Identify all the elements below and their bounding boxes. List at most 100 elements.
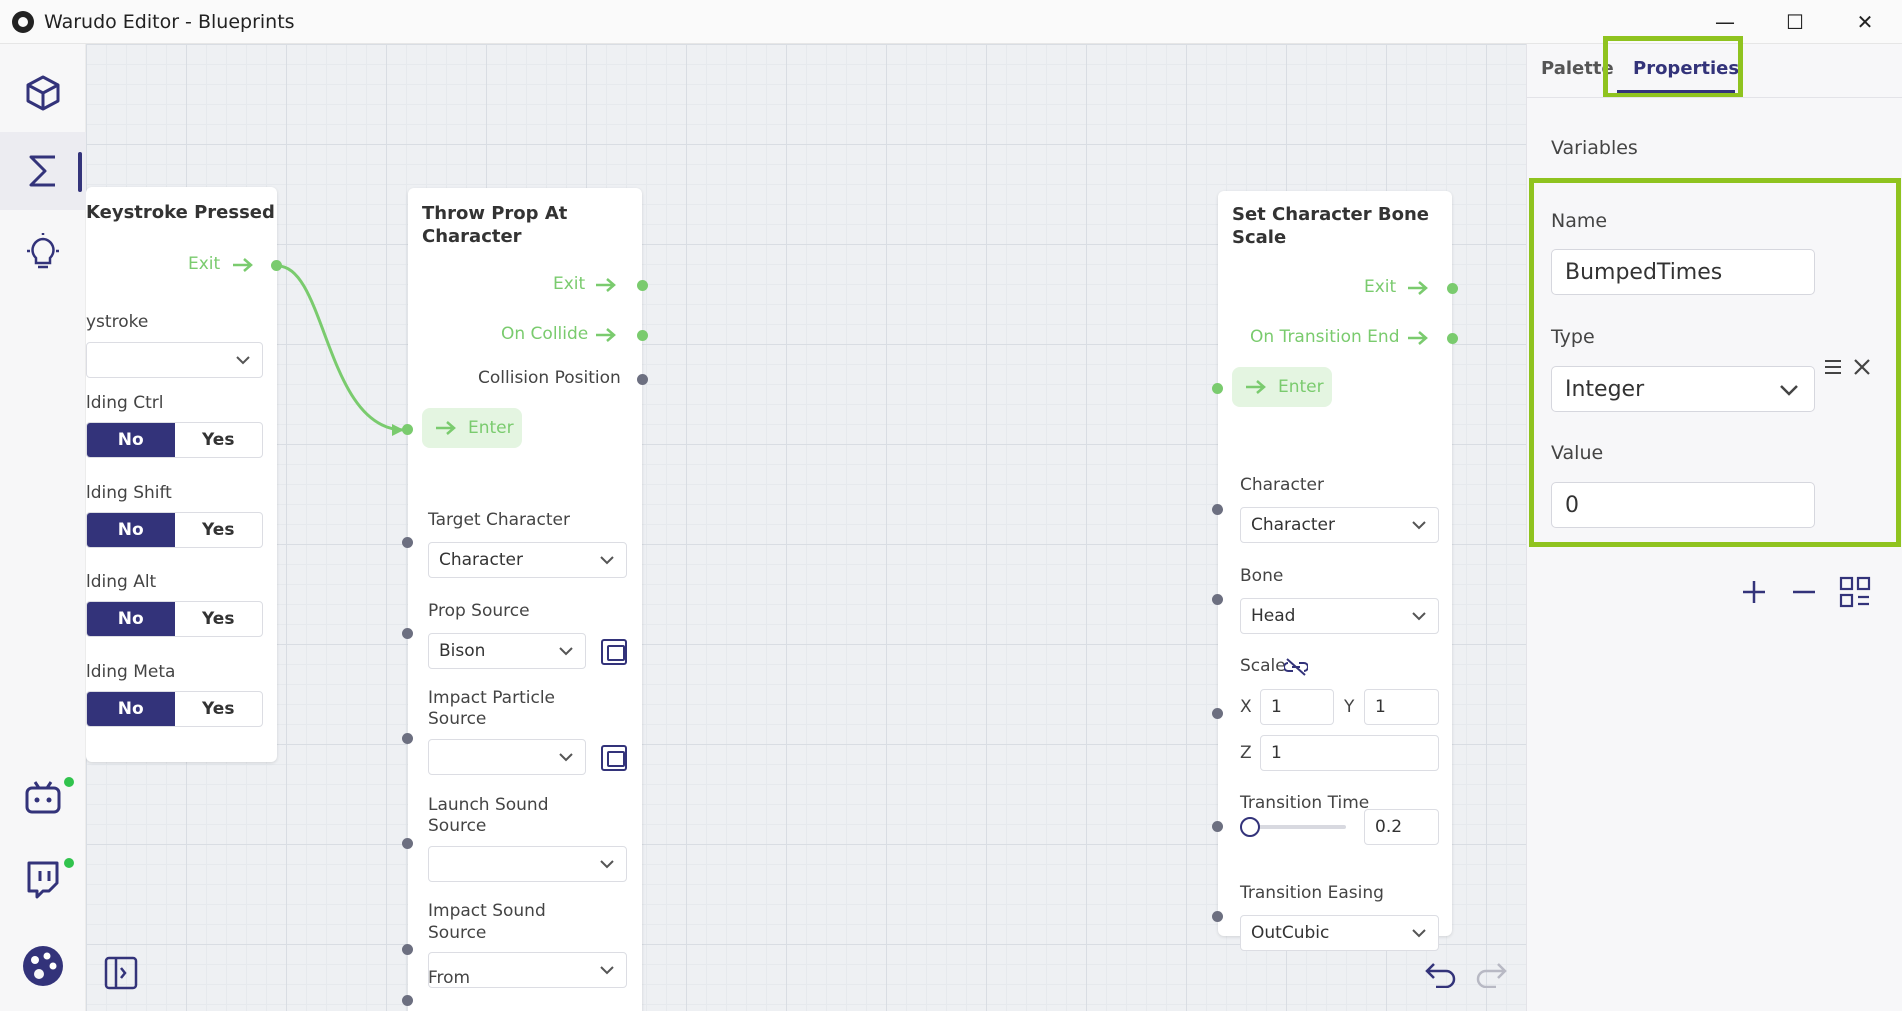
add-icon[interactable]	[1741, 579, 1767, 605]
sidebar-item-blueprints[interactable]	[0, 132, 86, 210]
variable-type-select[interactable]: Integer	[1551, 366, 1815, 412]
keystroke-label: ystroke	[86, 312, 149, 332]
active-tab-indicator	[1617, 90, 1735, 93]
arrow-right-icon	[1408, 331, 1428, 345]
transition-time-slider-thumb[interactable]	[1240, 817, 1260, 837]
drag-handle-icon[interactable]	[1823, 358, 1843, 376]
name-label: Name	[1551, 210, 1608, 232]
no-option[interactable]: No	[87, 602, 175, 636]
settings-palette-icon	[23, 946, 63, 986]
particle-browse-icon[interactable]	[601, 745, 627, 771]
maximize-button[interactable]: ☐	[1786, 10, 1804, 34]
keystroke-pressed-node[interactable]: Keystroke Pressed Exit ystroke lding Ctr…	[86, 187, 282, 762]
chevron-down-icon	[1780, 385, 1798, 396]
collision-position-port[interactable]	[637, 374, 648, 385]
ctrl-toggle[interactable]: No Yes	[86, 422, 263, 458]
title-bar: Warudo Editor - Blueprints — ☐ ✕	[0, 0, 1902, 44]
tab-divider	[1527, 97, 1902, 98]
enter-port[interactable]	[402, 424, 413, 435]
redo-icon[interactable]	[1474, 960, 1508, 988]
on-collide-port[interactable]	[637, 330, 648, 341]
variable-name-input[interactable]: BumpedTimes	[1551, 249, 1815, 295]
variable-value-input[interactable]: 0	[1551, 482, 1815, 528]
meta-toggle[interactable]: No Yes	[86, 691, 263, 727]
target-character-port[interactable]	[402, 537, 413, 548]
exit-port[interactable]	[1447, 283, 1458, 294]
exit-port[interactable]	[271, 260, 282, 271]
yes-option[interactable]: Yes	[202, 430, 235, 450]
character-label: Character	[1240, 475, 1324, 495]
on-transition-end-port[interactable]	[1447, 333, 1458, 344]
grid-view-icon[interactable]	[1839, 576, 1871, 608]
yes-option[interactable]: Yes	[202, 520, 235, 540]
close-button[interactable]: ✕	[1856, 10, 1874, 34]
exit-label: Exit	[553, 274, 586, 294]
keystroke-select[interactable]	[86, 342, 263, 378]
arrow-right-icon	[233, 258, 253, 272]
prop-source-port[interactable]	[402, 628, 413, 639]
target-character-select[interactable]: Character	[428, 542, 627, 578]
transition-time-port[interactable]	[1212, 821, 1223, 832]
enter-button[interactable]: Enter	[1232, 367, 1332, 407]
bone-select[interactable]: Head	[1240, 598, 1439, 634]
sidebar-toggle-icon[interactable]	[104, 956, 138, 990]
flow-connection	[277, 264, 405, 436]
exit-port[interactable]	[637, 280, 648, 291]
minus-icon[interactable]	[1791, 579, 1817, 605]
y-label: Y	[1344, 697, 1355, 717]
enter-label: Enter	[1278, 377, 1324, 397]
launch-sound-port[interactable]	[402, 838, 413, 849]
impact-sound-port[interactable]	[402, 944, 413, 955]
enter-port[interactable]	[1212, 383, 1223, 394]
character-select[interactable]: Character	[1240, 507, 1439, 543]
throw-prop-node[interactable]: Throw Prop At Character Exit On Collide …	[402, 188, 648, 1011]
minimize-button[interactable]: —	[1715, 10, 1735, 34]
enter-label: Enter	[468, 418, 514, 438]
scale-z-input[interactable]: 1	[1260, 735, 1439, 771]
unlink-icon[interactable]	[1284, 657, 1308, 677]
scale-x-input[interactable]: 1	[1260, 689, 1334, 725]
launch-sound-select[interactable]	[428, 846, 627, 882]
scale-y-input[interactable]: 1	[1364, 689, 1439, 725]
launch-sound-label-line2: Source	[428, 816, 487, 836]
arrow-right-icon	[596, 278, 616, 292]
no-option[interactable]: No	[87, 692, 175, 726]
chevron-down-icon	[600, 966, 614, 975]
bone-port[interactable]	[1212, 594, 1223, 605]
shift-toggle[interactable]: No Yes	[86, 512, 263, 548]
tab-properties[interactable]: Properties	[1633, 58, 1740, 79]
node-title-line1: Set Character Bone	[1232, 204, 1429, 225]
sidebar-item-twitch[interactable]	[0, 840, 86, 918]
remove-variable-icon[interactable]	[1853, 358, 1871, 376]
set-bone-scale-node[interactable]: Set Character Bone Scale Exit On Transit…	[1212, 191, 1458, 936]
yes-option[interactable]: Yes	[202, 609, 235, 629]
prop-source-select[interactable]: Bison	[428, 633, 586, 669]
undo-icon[interactable]	[1424, 960, 1458, 988]
blueprint-canvas[interactable]: Keystroke Pressed Exit ystroke lding Ctr…	[86, 44, 1526, 1011]
sidebar-item-scene[interactable]	[0, 54, 86, 132]
sidebar-item-ideas[interactable]	[0, 214, 86, 292]
transition-easing-select[interactable]: OutCubic	[1240, 915, 1439, 951]
prop-browse-icon[interactable]	[601, 639, 627, 665]
character-port[interactable]	[1212, 504, 1223, 515]
transition-time-input[interactable]: 0.2	[1364, 809, 1439, 845]
from-port[interactable]	[402, 995, 413, 1006]
impact-particle-port[interactable]	[402, 733, 413, 744]
no-option[interactable]: No	[87, 423, 175, 457]
chevron-down-icon	[559, 753, 573, 762]
sidebar-item-bot[interactable]	[0, 759, 86, 837]
exit-label: Exit	[1364, 277, 1397, 297]
no-option[interactable]: No	[87, 513, 175, 547]
enter-button[interactable]: Enter	[422, 408, 522, 448]
yes-option[interactable]: Yes	[202, 699, 235, 719]
impact-particle-select[interactable]	[428, 739, 586, 775]
impact-sound-select[interactable]	[428, 952, 627, 988]
tab-palette[interactable]: Palette	[1541, 58, 1614, 79]
sidebar-item-settings[interactable]	[0, 927, 86, 1005]
scale-port[interactable]	[1212, 708, 1223, 719]
transition-easing-port[interactable]	[1212, 911, 1223, 922]
alt-toggle[interactable]: No Yes	[86, 601, 263, 637]
twitch-status-dot	[64, 858, 74, 868]
bot-status-dot	[64, 777, 74, 787]
transition-time-slider-track[interactable]	[1250, 825, 1346, 829]
